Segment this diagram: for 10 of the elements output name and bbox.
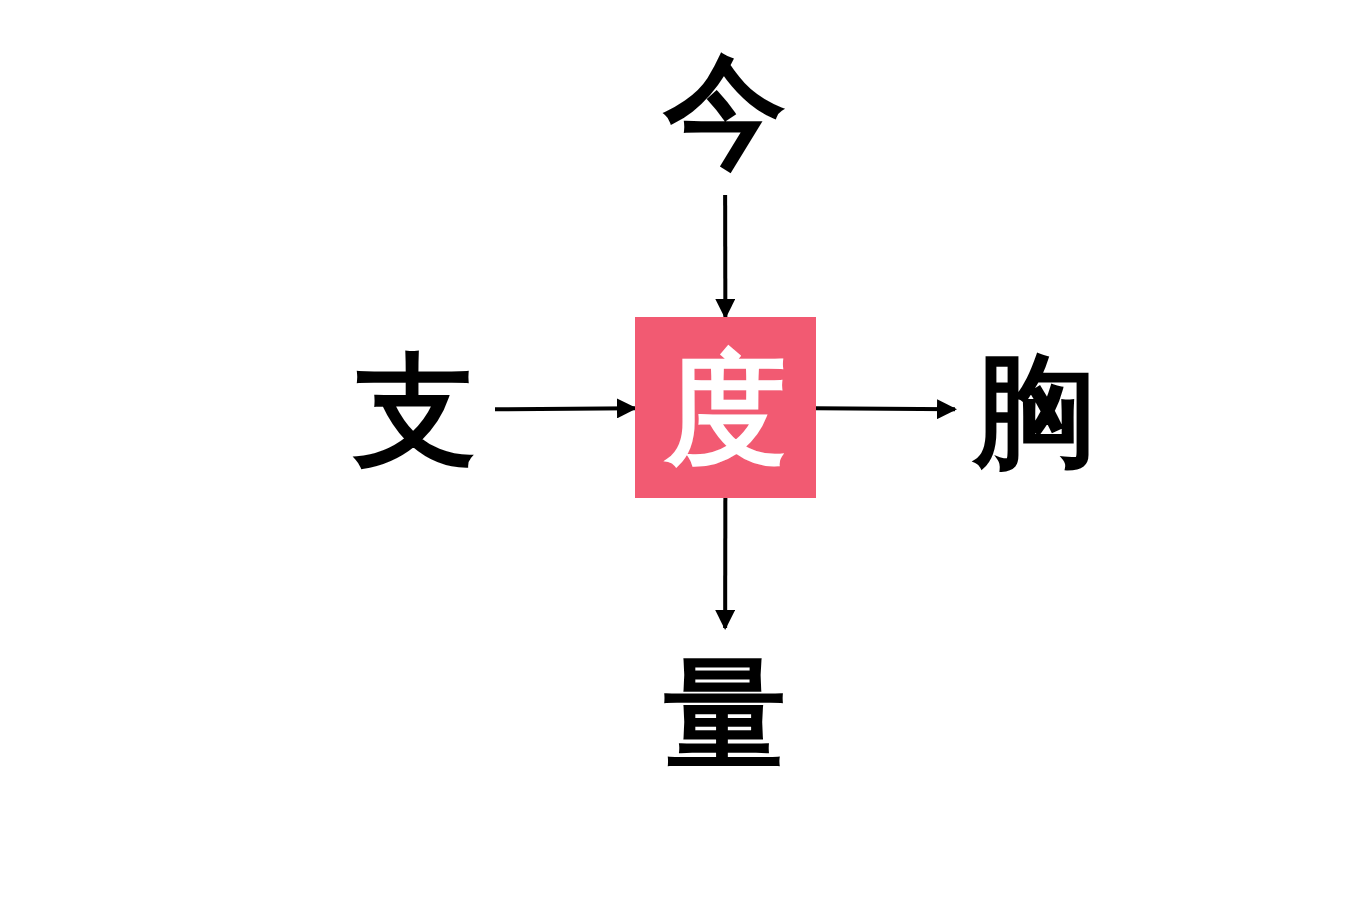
arrow bbox=[816, 399, 957, 420]
kanji-character: 度 bbox=[664, 346, 787, 469]
arrow bbox=[715, 498, 736, 630]
kanji-character: 支 bbox=[354, 349, 476, 471]
arrow bbox=[715, 195, 736, 319]
highlighted-character-box bbox=[635, 317, 816, 498]
kanji-character: 今 bbox=[664, 49, 786, 171]
kanji-character: 胸 bbox=[974, 349, 1096, 471]
arrow bbox=[494, 398, 637, 419]
kanji-character: 量 bbox=[664, 652, 786, 774]
